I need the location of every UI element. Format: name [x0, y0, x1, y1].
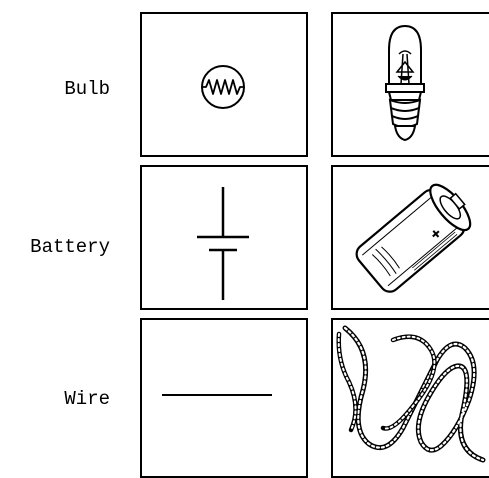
lamp-symbol-icon — [201, 65, 245, 109]
light-bulb-icon — [385, 24, 425, 142]
picture-cell-wire — [331, 318, 489, 478]
symbol-cell-wire — [140, 318, 308, 478]
wire-symbol-icon — [162, 394, 272, 396]
picture-cell-bulb — [331, 12, 489, 157]
battery-cell-icon — [355, 183, 472, 293]
row-label-battery: Battery — [30, 236, 110, 258]
symbol-cell-bulb — [140, 12, 308, 157]
battery-symbol-icon — [197, 187, 249, 300]
coiled-wire-icon — [336, 325, 486, 463]
row-label-bulb: Bulb — [64, 78, 110, 100]
row-label-wire: Wire — [64, 388, 110, 410]
symbol-cell-battery — [140, 165, 308, 310]
picture-cell-battery — [331, 165, 489, 310]
